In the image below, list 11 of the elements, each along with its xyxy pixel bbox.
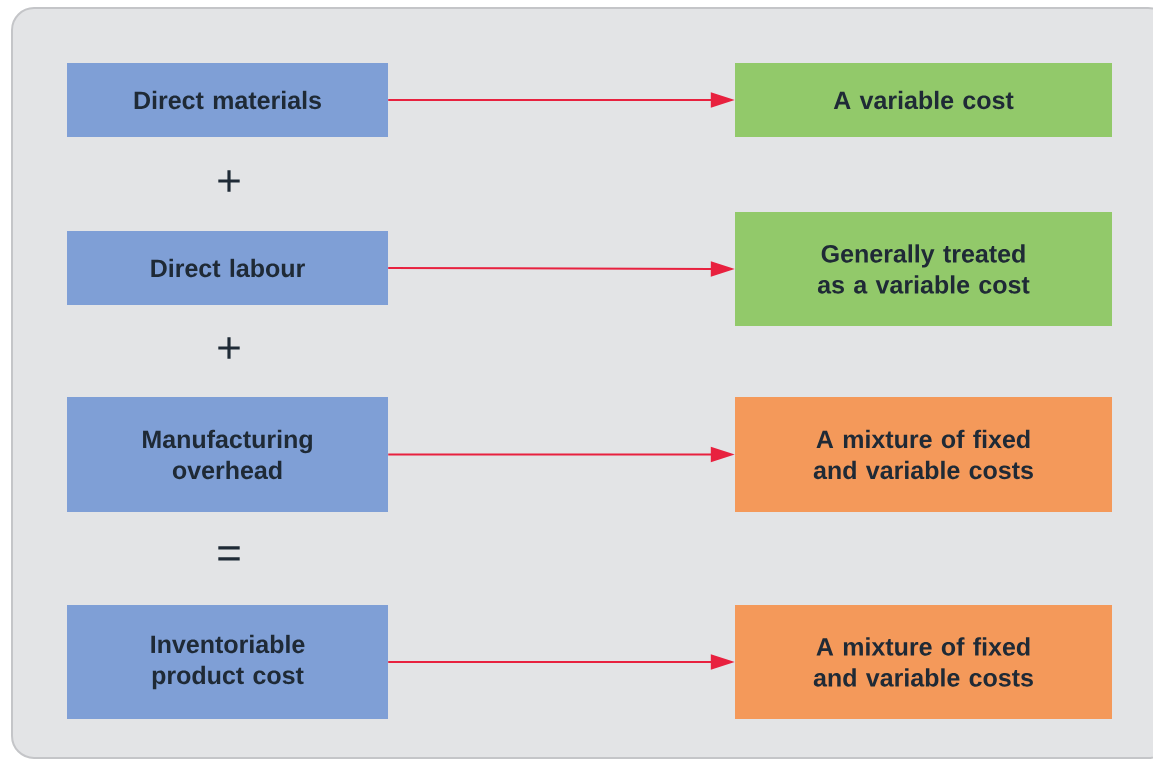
cost-box: Inventoriable product cost [67, 605, 388, 719]
operator-sign: = [218, 546, 240, 561]
cost-box: Direct materials [67, 63, 388, 137]
cost-box: A mixture of fixed and variable costs [735, 605, 1112, 719]
cost-box: Generally treated as a variable cost [735, 212, 1112, 326]
operator-sign: + [218, 337, 240, 359]
cost-box: Direct labour [67, 231, 388, 305]
cost-box: Manufacturing overhead [67, 397, 388, 512]
cost-box: A variable cost [735, 63, 1112, 137]
cost-box: A mixture of fixed and variable costs [735, 397, 1112, 512]
operator-sign: + [218, 170, 240, 192]
